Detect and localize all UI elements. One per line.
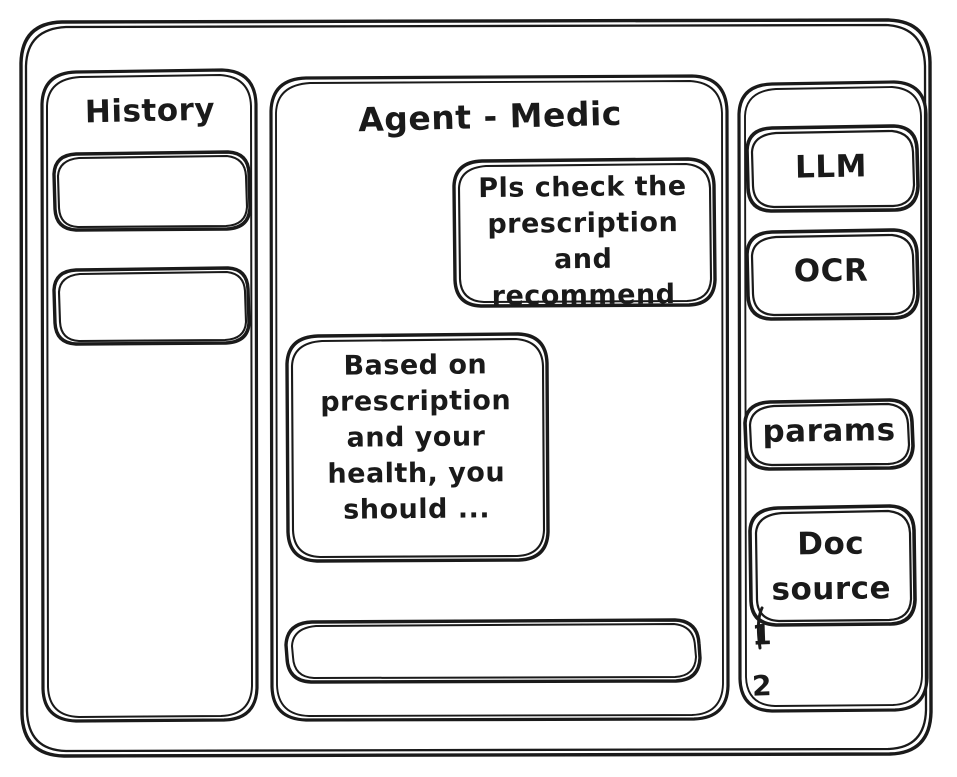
doc-source-list-item-2[interactable]: 2 [751, 669, 773, 703]
history-panel-title: History [84, 91, 216, 131]
history-item-2[interactable] [54, 268, 250, 344]
tool-label-ocr: OCR [793, 252, 869, 290]
user-message-text: Pls check the prescription and recommend [478, 170, 687, 312]
tool-label-llm: LLM [794, 148, 868, 186]
assistant-message-text: Based on prescription and your health, y… [320, 349, 512, 526]
doc-source-list-item-1[interactable]: 1 [751, 618, 773, 652]
tool-label-doc-source: Doc source [771, 525, 892, 608]
tool-label-params: params [762, 412, 896, 450]
message-input[interactable] [286, 620, 700, 682]
history-item-1[interactable] [54, 152, 250, 230]
